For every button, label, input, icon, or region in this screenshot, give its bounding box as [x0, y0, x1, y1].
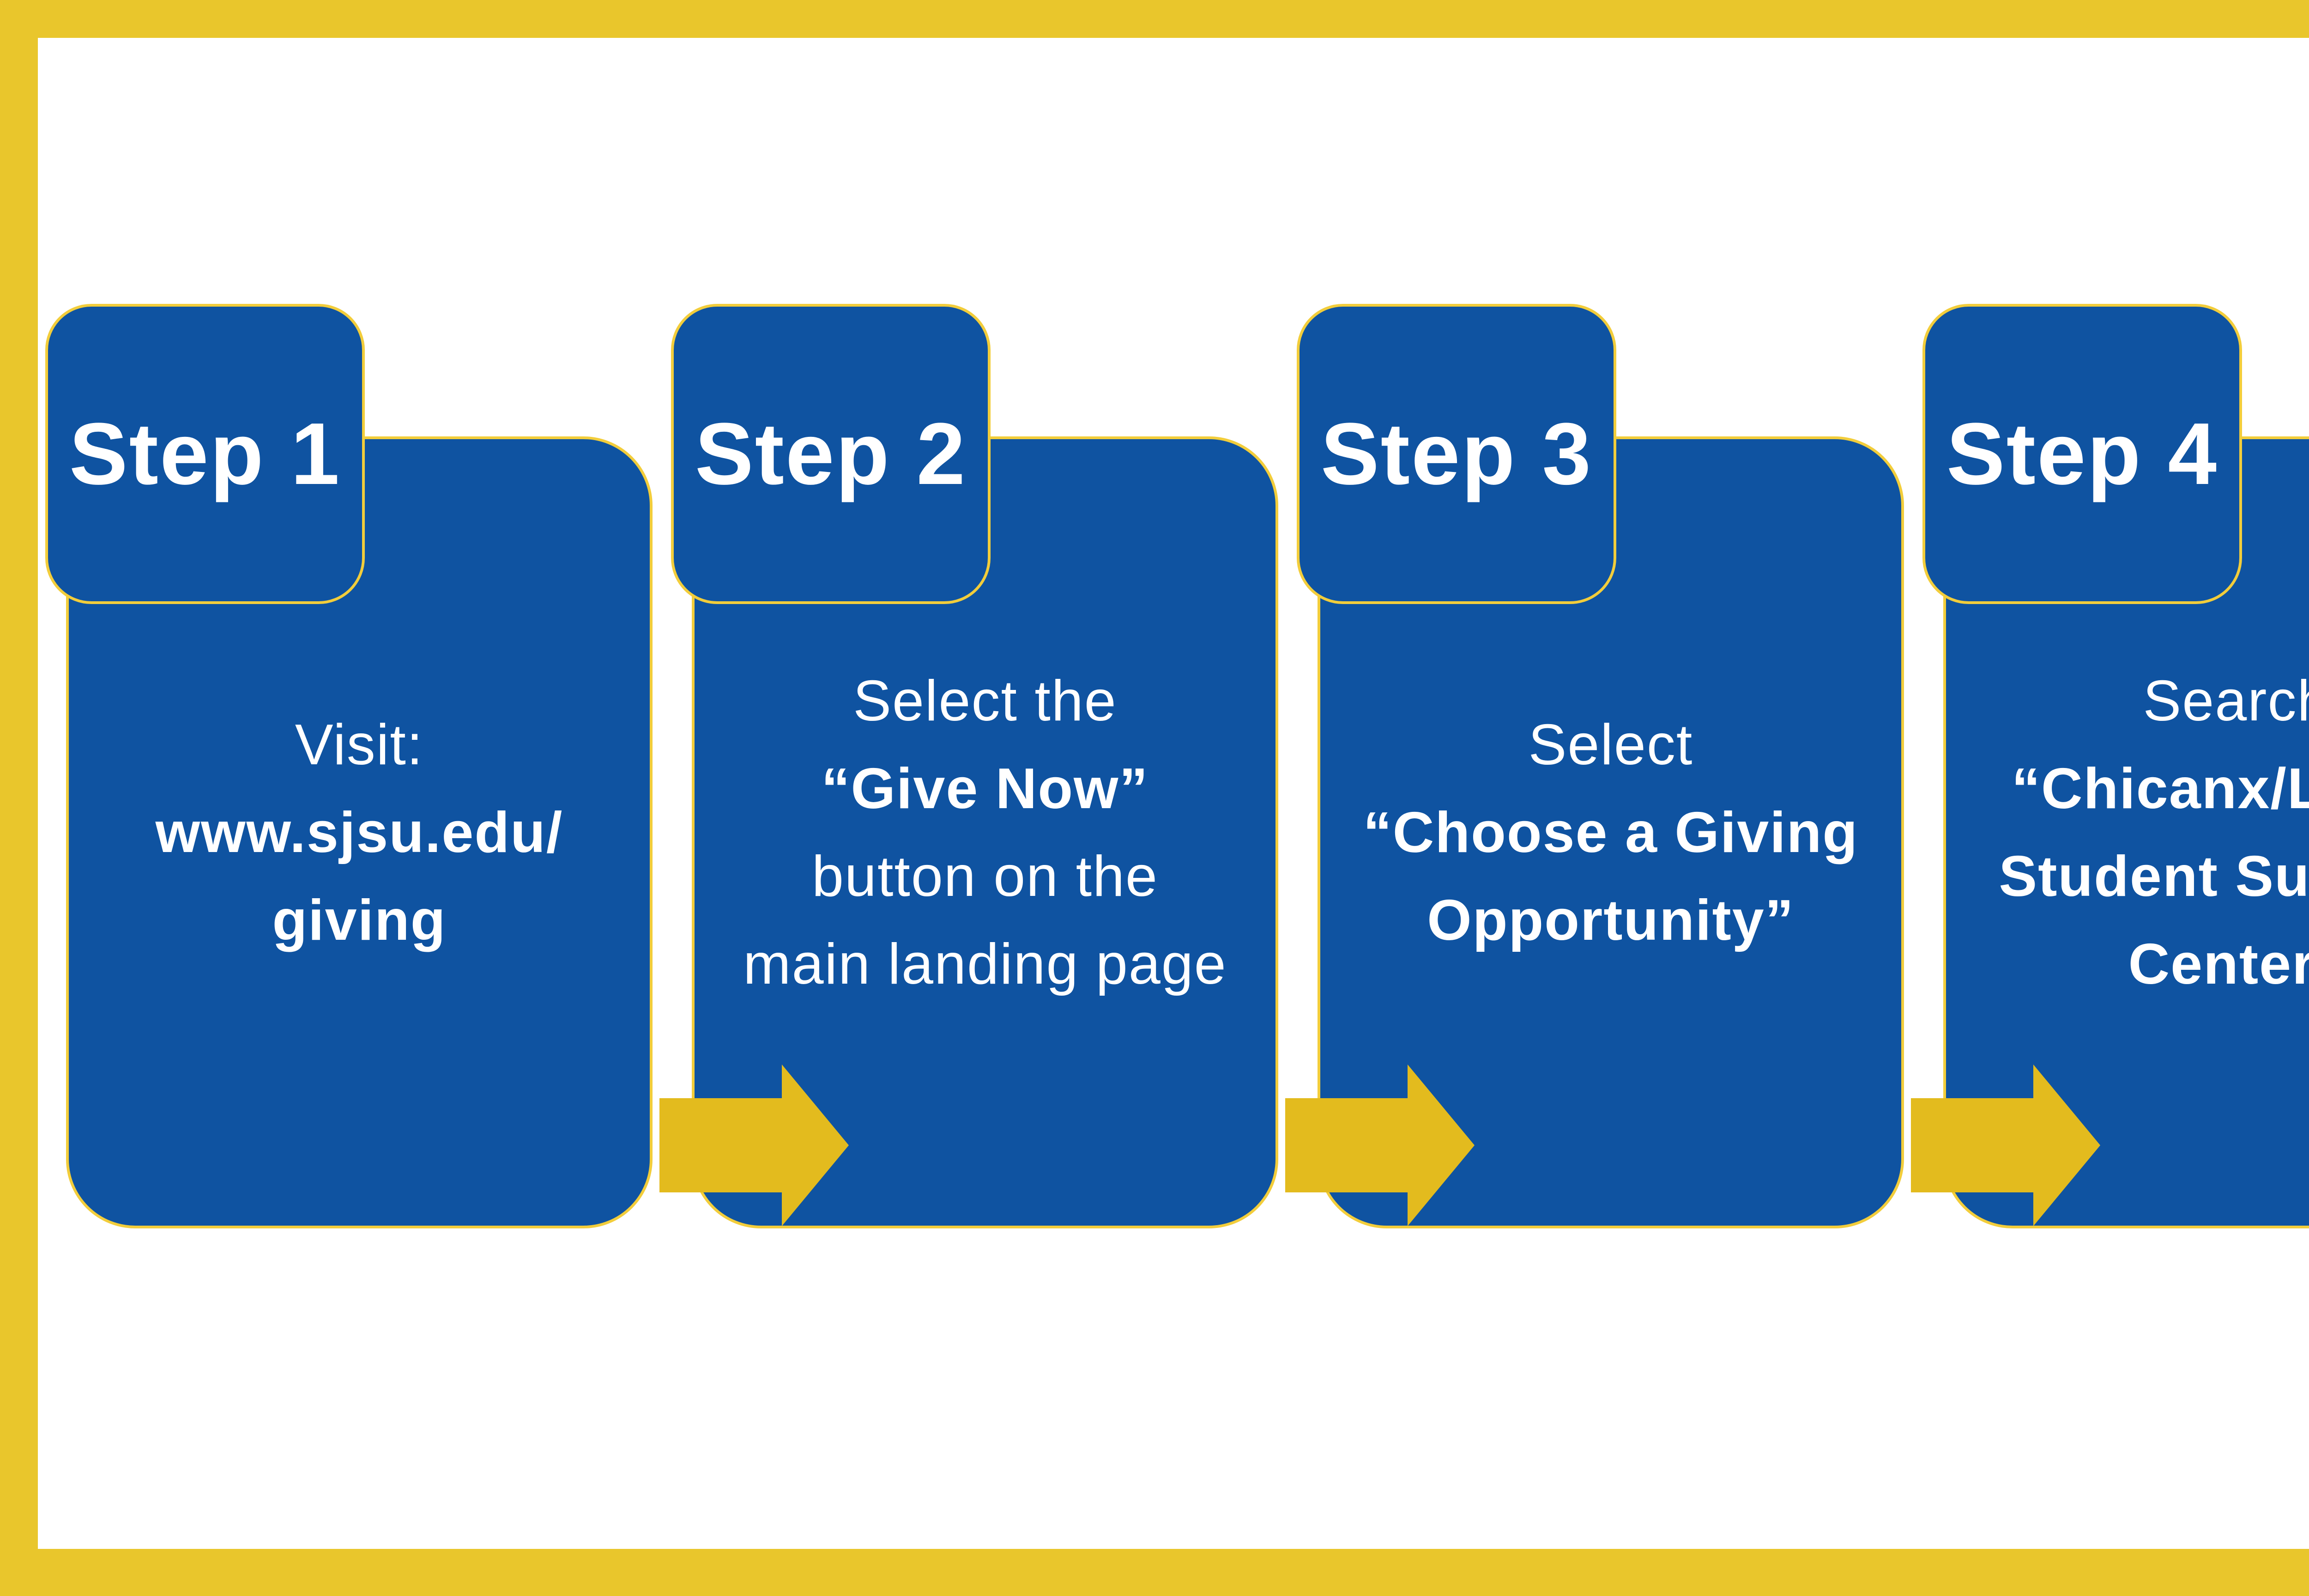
step-tab-3: Step 3 [1297, 304, 1616, 604]
arrow-right-icon [659, 1064, 849, 1226]
instruction-line: button on the [812, 844, 1158, 908]
instruction-line: Student Success [1999, 844, 2309, 908]
instruction-line: Search [2143, 669, 2309, 733]
step-instructions: Search “Chicanx/LatinxStudent SuccessCent… [1946, 657, 2309, 1008]
step-tab-label: Step 3 [1320, 405, 1593, 503]
instruction-line: Visit: [295, 713, 424, 777]
step-tab-label: Step 4 [1946, 405, 2218, 503]
step-tab-2: Step 2 [671, 304, 991, 604]
instruction-line: “Chicanx/Latinx [2012, 756, 2309, 821]
arrow-right-icon [1285, 1064, 1475, 1226]
step-instructions: Select the “Give Now” button on the main la… [695, 657, 1275, 1008]
instruction-line: Select the [853, 669, 1117, 733]
step-tab-1: Step 1 [45, 304, 365, 604]
instruction-line: giving [272, 888, 447, 952]
arrow-right-icon [1911, 1064, 2100, 1226]
instruction-line: main landing page [743, 932, 1227, 996]
instruction-line: www.sjsu.edu/ [155, 800, 563, 864]
instruction-line: Opportunity” [1427, 888, 1795, 952]
instruction-line: Center” [2128, 932, 2309, 996]
step-instructions: Visit: www.sjsu.edu/giving [69, 701, 650, 964]
instruction-line: Select [1528, 713, 1693, 777]
step-tab-4: Step 4 [1922, 304, 2242, 604]
step-tab-label: Step 2 [695, 405, 967, 503]
step-tab-label: Step 1 [69, 405, 341, 503]
instruction-line: “Give Now” [821, 756, 1149, 821]
instruction-line: “Choose a Giving [1363, 800, 1859, 864]
